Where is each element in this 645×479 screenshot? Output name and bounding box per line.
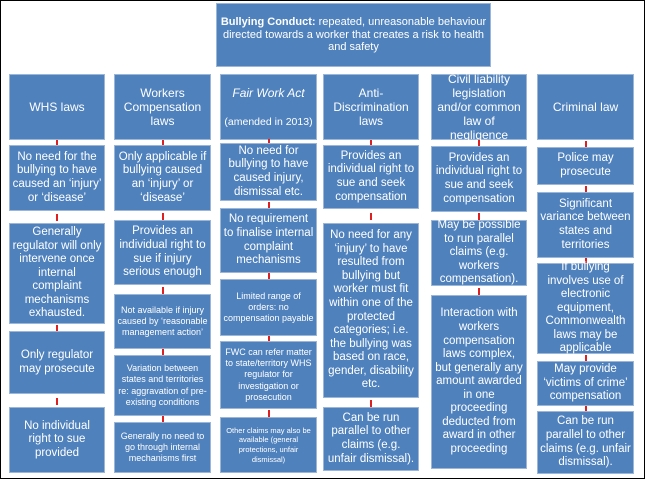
column-1-item: Only regulator may prosecute xyxy=(9,331,105,394)
column-2-item: Provides an individual right to sue if i… xyxy=(114,220,211,285)
item-text: Generally no need to go through internal… xyxy=(120,430,205,464)
column-4-item: Provides an individual right to sue and … xyxy=(323,145,419,209)
connector-line xyxy=(161,416,164,423)
item-text: May be possible to run parallel claims (… xyxy=(437,219,521,286)
item-text: No need for bullying to have caused inju… xyxy=(228,144,309,198)
connector-line xyxy=(161,139,164,147)
item-text: Not available if injury caused by ‘reaso… xyxy=(117,304,208,338)
item-text: No requirement to finalise internal comp… xyxy=(223,213,314,267)
connector-line xyxy=(584,185,587,193)
connector-line xyxy=(56,397,58,405)
connector-line xyxy=(584,257,587,265)
item-text: May provide ‘victims of crime’ compensat… xyxy=(543,363,628,403)
item-text: No individual right to sue provided xyxy=(24,419,90,459)
column-header-label: Criminal law xyxy=(552,99,619,114)
column-1-item: No individual right to sue provided xyxy=(9,407,105,473)
connector-line xyxy=(478,140,480,147)
item-text: Can be run parallel to other claims (e.g… xyxy=(327,411,415,465)
connector-line xyxy=(267,273,270,280)
title-bold: Bullying Conduct: xyxy=(220,15,316,28)
item-text: Significant variance between states and … xyxy=(540,197,631,251)
column-3-item: FWC can refer matter to state/territory … xyxy=(220,341,317,409)
connector-line xyxy=(370,399,372,407)
column-6-item: If bullying involves use of electronic e… xyxy=(537,261,634,355)
connector-line xyxy=(56,214,58,221)
item-text: Police may prosecute xyxy=(557,152,614,178)
item-text: Provides an individual right to sue and … xyxy=(435,151,523,205)
connector-line xyxy=(56,324,58,332)
column-header-5: Civil liability legislation and/or commo… xyxy=(431,71,527,143)
column-header-3: Fair Work Act (amended in 2013) xyxy=(220,74,317,140)
column-3-item: Other claims may also be available (gene… xyxy=(220,417,317,473)
item-text: Variation between states and territories… xyxy=(118,363,207,407)
column-5-item: Provides an individual right to sue and … xyxy=(431,146,527,212)
column-header-label: Anti-Discrimination laws xyxy=(333,85,409,129)
title-text: repeated, unreasonable behaviour directe… xyxy=(222,15,487,54)
connector-line xyxy=(370,139,372,147)
connector-line xyxy=(267,138,270,146)
column-6-item: Can be run parallel to other claims (e.g… xyxy=(537,411,634,474)
column-4-item: No need for any ‘injury’ to have resulte… xyxy=(323,223,419,398)
title-box: Bullying Conduct: repeated, unreasonable… xyxy=(216,3,491,67)
column-5-item: Interaction with workers compensation la… xyxy=(431,295,527,469)
column-header-label: Civil liability legislation and/or commo… xyxy=(437,71,521,143)
connector-line xyxy=(267,335,270,343)
connector-line xyxy=(584,140,587,148)
item-text: Generally regulator will only intervene … xyxy=(12,226,102,320)
connector-line xyxy=(267,410,270,417)
column-header-label: Workers Compensation laws xyxy=(123,85,202,129)
connector-line xyxy=(478,213,480,220)
column-6-item: Police may prosecute xyxy=(537,147,634,185)
connector-line xyxy=(161,212,164,220)
item-text: Limited range of orders: no compensation… xyxy=(223,290,314,324)
column-3-item: Limited range of orders: no compensation… xyxy=(220,279,317,336)
column-6-item: Significant variance between states and … xyxy=(537,192,634,258)
column-4-item: Can be run parallel to other claims (e.g… xyxy=(323,407,419,471)
column-header-2: Workers Compensation laws xyxy=(114,74,211,140)
column-3-item: No requirement to finalise internal comp… xyxy=(220,208,317,273)
connector-line xyxy=(56,139,58,147)
column-header-6: Criminal law xyxy=(537,74,634,140)
connector-line xyxy=(370,213,372,220)
column-header-label: WHS laws xyxy=(29,99,85,114)
column-header-1: WHS laws xyxy=(9,74,105,140)
connector-line xyxy=(161,286,164,294)
column-1-item: Generally regulator will only intervene … xyxy=(9,223,105,324)
item-text: Provides an individual right to sue and … xyxy=(327,149,415,203)
item-text: Other claims may also be available (gene… xyxy=(226,425,311,464)
column-2-item: Generally no need to go through internal… xyxy=(114,422,211,473)
column-header-sub: (amended in 2013) xyxy=(224,115,313,128)
connector-line xyxy=(584,405,587,413)
item-text: Interaction with workers compensation la… xyxy=(435,307,523,456)
item-text: FWC can refer matter to state/territory … xyxy=(225,346,312,402)
column-2-item: Not available if injury caused by ‘reaso… xyxy=(114,294,211,349)
column-1-item: No need for the bullying to have caused … xyxy=(9,145,105,211)
connector-line xyxy=(478,287,480,295)
column-2-item: Only applicable if bullying caused an ‘i… xyxy=(114,145,211,211)
connector-line xyxy=(267,201,270,209)
item-text: Provides an individual right to sue if i… xyxy=(119,225,206,279)
item-text: Can be run parallel to other claims (e.g… xyxy=(540,415,631,469)
item-text: No need for the bullying to have caused … xyxy=(12,150,102,204)
connector-line xyxy=(584,354,587,362)
column-6-item: May provide ‘victims of crime’ compensat… xyxy=(537,361,634,406)
item-text: No need for any ‘injury’ to have resulte… xyxy=(328,229,414,391)
column-2-item: Variation between states and territories… xyxy=(114,355,211,416)
connector-line xyxy=(161,349,164,356)
column-3-item: No need for bullying to have caused inju… xyxy=(220,143,317,201)
column-header-4: Anti-Discrimination laws xyxy=(323,74,419,140)
column-header-label: Fair Work Act xyxy=(232,85,305,100)
item-text: If bullying involves use of electronic e… xyxy=(545,261,626,355)
item-text: Only applicable if bullying caused an ‘i… xyxy=(118,150,207,204)
item-text: Only regulator may prosecute xyxy=(19,348,95,375)
column-5-item: May be possible to run parallel claims (… xyxy=(431,219,527,286)
